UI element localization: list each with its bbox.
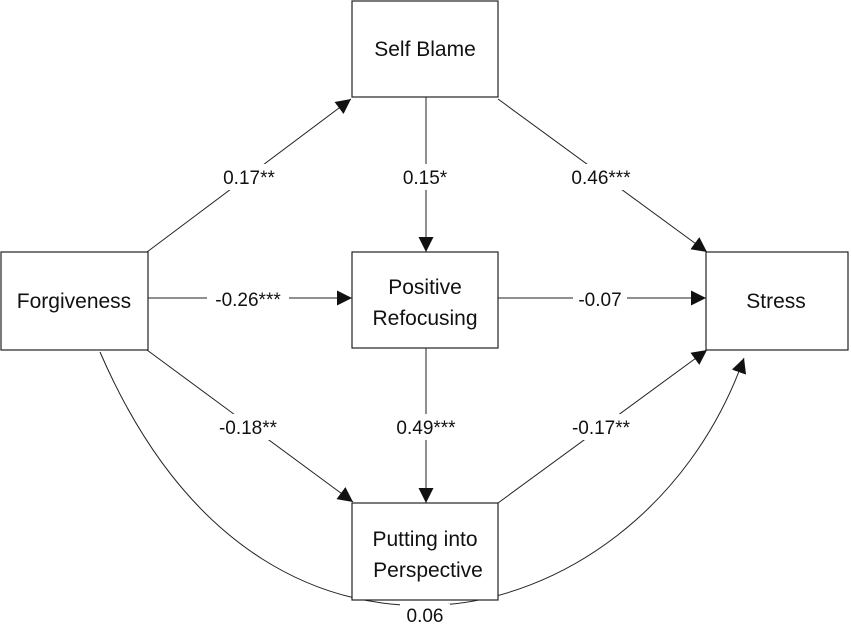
label-self-blame-to-stress: 0.46*** (571, 168, 631, 189)
label-forgiveness-to-self-blame: 0.17** (223, 168, 275, 189)
label-forgiveness-to-stress-direct: 0.06 (407, 606, 444, 627)
node-putting-into-perspective: Putting into Perspective (351, 502, 499, 601)
node-positive-refocusing: Positive Refocusing (351, 251, 499, 349)
node-forgiveness: Forgiveness (0, 251, 149, 351)
label-self-blame-refocusing: 0.15* (403, 168, 448, 189)
node-putting-into-perspective-label-line1: Putting into (372, 528, 477, 551)
label-perspective-to-stress: -0.17** (572, 418, 631, 439)
label-refocusing-to-stress: -0.07 (578, 290, 621, 311)
label-refocusing-perspective: 0.49*** (396, 418, 456, 439)
node-positive-refocusing-label-line2: Refocusing (372, 307, 477, 330)
node-forgiveness-label: Forgiveness (17, 290, 131, 313)
node-self-blame: Self Blame (351, 0, 499, 98)
node-stress: Stress (705, 251, 849, 351)
node-self-blame-label: Self Blame (374, 38, 476, 61)
label-forgiveness-to-perspective: -0.18** (219, 418, 278, 439)
node-putting-into-perspective-label-line2: Perspective (373, 559, 483, 582)
label-forgiveness-to-refocusing: -0.26*** (215, 290, 281, 311)
node-positive-refocusing-label-line1: Positive (388, 276, 462, 299)
node-stress-label: Stress (746, 290, 806, 313)
